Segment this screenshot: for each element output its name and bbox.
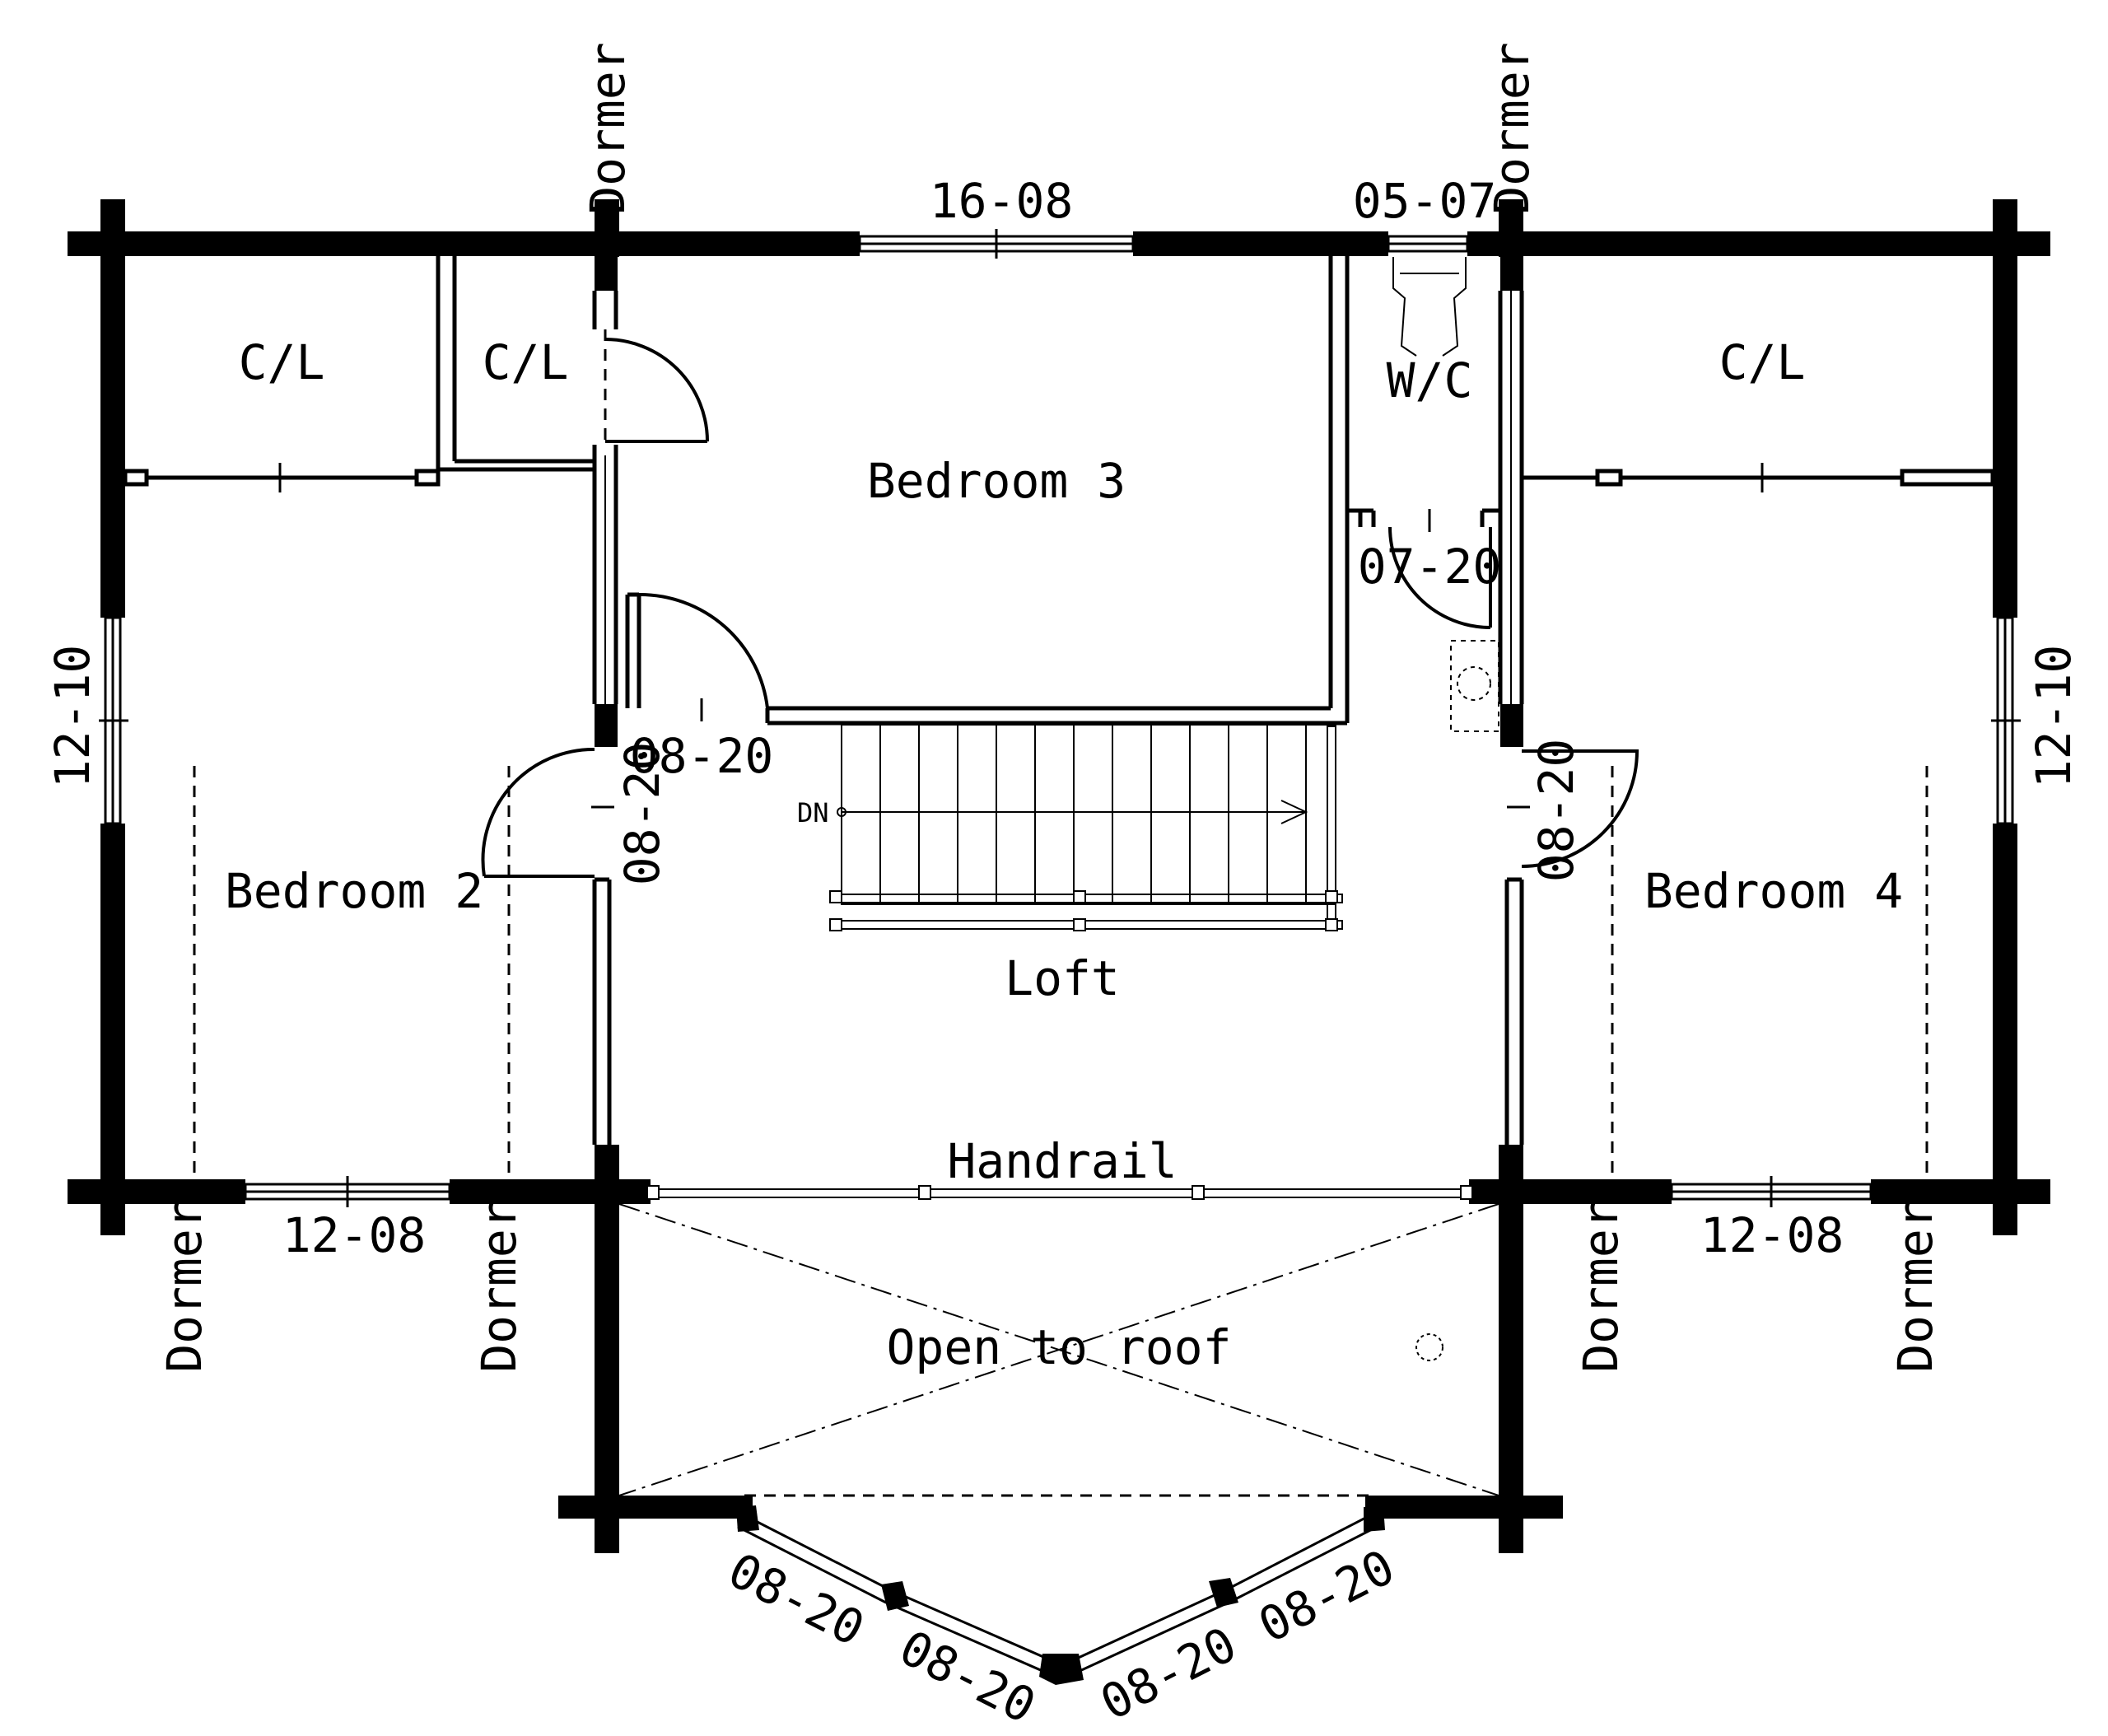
exterior-walls xyxy=(68,199,2050,1553)
dormer-labels: Dormer Dormer Dormer Dormer Dormer Dorme… xyxy=(156,42,1943,1373)
window-bay-1-label: 08-20 xyxy=(720,1542,873,1657)
room-bedroom-2: Bedroom 2 xyxy=(225,863,483,919)
door-wc-label: 07-20 xyxy=(1358,539,1502,595)
staircase xyxy=(829,724,1343,931)
window-top-center-label: 16-08 xyxy=(930,173,1074,229)
door-labels: 08-20 08-20 08-20 07-20 xyxy=(591,509,1584,885)
window-bay-2-label: 08-20 xyxy=(891,1619,1044,1734)
door-bedroom2-label: 08-20 xyxy=(614,742,670,886)
window-right-side-label: 12-10 xyxy=(2026,645,2082,789)
window-top-wc-label: 05-07 xyxy=(1353,173,1497,229)
room-bedroom-3: Bedroom 3 xyxy=(867,453,1126,509)
room-closet-right: C/L xyxy=(1719,334,1806,390)
window-bay-3-label: 08-20 xyxy=(1092,1616,1245,1731)
stair-down-label: DN xyxy=(797,797,829,828)
dormer-bottom-3-label: Dormer xyxy=(1573,1200,1629,1373)
room-open-to-roof: Open to roof xyxy=(886,1319,1231,1375)
dormer-top-left-label: Dormer xyxy=(580,42,636,215)
room-walkin-closet: W/C xyxy=(1387,352,1473,408)
windows xyxy=(99,229,2021,1207)
door-bedroom3-label: 08-20 xyxy=(630,728,774,784)
window-left-side-label: 12-10 xyxy=(44,645,100,789)
handrail-label: Handrail xyxy=(947,1133,1177,1189)
door-bedroom4-label: 08-20 xyxy=(1528,739,1584,883)
window-bottom-left-label: 12-08 xyxy=(282,1207,427,1263)
dormer-top-right-label: Dormer xyxy=(1484,42,1540,215)
room-loft: Loft xyxy=(1005,950,1120,1006)
room-closet-left-1: C/L xyxy=(239,334,325,390)
room-bedroom-4: Bedroom 4 xyxy=(1644,863,1903,919)
hidden-lines xyxy=(193,766,1928,1497)
window-bay-4-label: 08-20 xyxy=(1250,1538,1403,1654)
interior-walls xyxy=(123,256,1995,1145)
dormer-bottom-2-label: Dormer xyxy=(471,1200,527,1373)
loft-handrail xyxy=(646,1185,1473,1200)
window-bottom-right-label: 12-08 xyxy=(1700,1207,1844,1263)
dormer-bottom-1-label: Dormer xyxy=(156,1200,212,1373)
wc-fixture xyxy=(1392,257,1499,732)
bay-window xyxy=(736,1505,1385,1685)
dormer-bottom-4-label: Dormer xyxy=(1887,1200,1943,1373)
room-labels: Bedroom 3 Bedroom 2 Bedroom 4 Loft C/L C… xyxy=(225,334,1903,1375)
room-closet-left-2: C/L xyxy=(483,334,569,390)
